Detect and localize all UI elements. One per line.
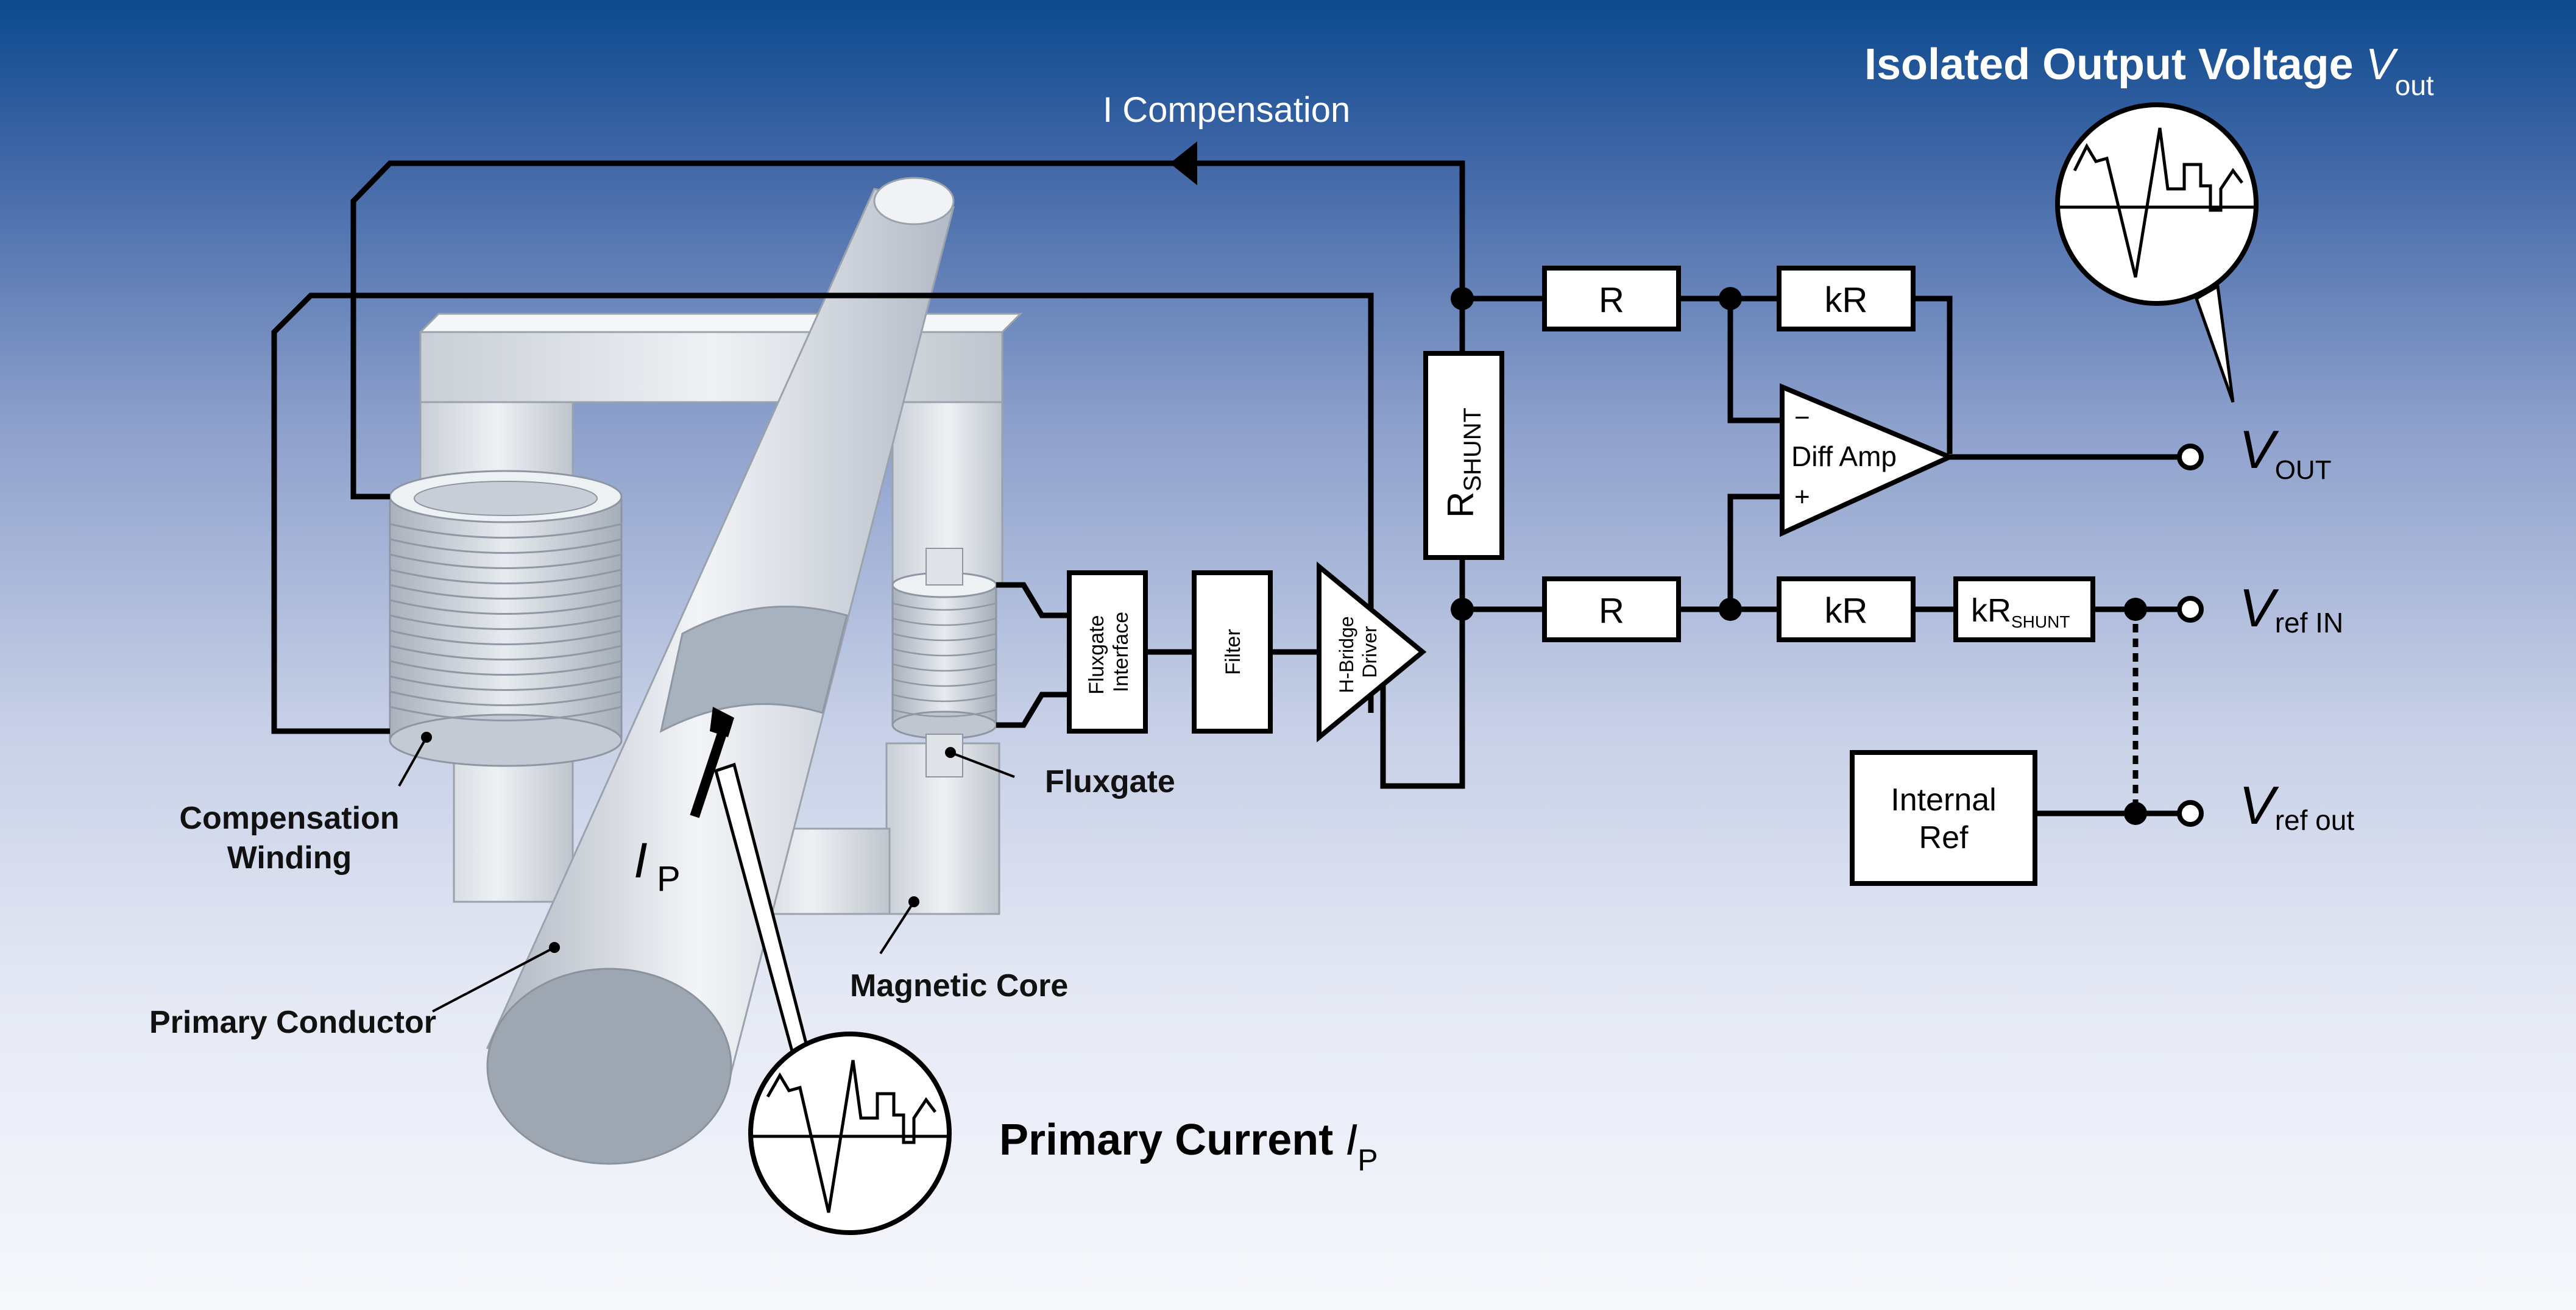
callout-compensation-winding-1: Compensation (179, 801, 399, 836)
diff-amp-label: Diff Amp (1791, 441, 1897, 472)
svg-text:Fluxgate Interface: Fluxgate Interface (1085, 609, 1133, 695)
svg-text:Ref: Ref (1919, 820, 1969, 855)
svg-text:R: R (1599, 591, 1624, 631)
svg-text:Vref out: Vref out (2239, 775, 2354, 836)
current-label-var: I (634, 833, 648, 888)
fluxgate-coil (891, 548, 997, 777)
diff-amp-plus: + (1794, 482, 1810, 512)
primary-current-heading: Primary Current IP (999, 1116, 1378, 1177)
callout-compensation-winding-2: Winding (227, 840, 352, 876)
diff-amp-block: − + Diff Amp (1780, 383, 1956, 537)
compensation-arrow-icon (1170, 141, 1197, 185)
junction-dots (1451, 287, 2147, 825)
vref-in-label-var: V (2239, 578, 2279, 638)
svg-text:RSHUNT: RSHUNT (1440, 408, 1486, 518)
vref-out-label-var: V (2239, 775, 2279, 835)
primary-current-arrow (690, 707, 734, 818)
output-voltage-heading: Isolated Output Voltage Vout (1864, 40, 2434, 101)
svg-text:H-Bridge Driver: H-Bridge Driver (1336, 611, 1381, 693)
svg-text:Filter: Filter (1222, 629, 1245, 675)
output-waveform-bubble (2055, 102, 2259, 403)
svg-text:Vref IN: Vref IN (2239, 578, 2343, 639)
svg-text:kRSHUNT: kRSHUNT (1971, 592, 2070, 631)
internal-ref-block: Internal Ref (1850, 750, 2037, 886)
svg-text:kR: kR (1825, 280, 1868, 320)
diff-amp-minus: − (1794, 403, 1810, 433)
callout-fluxgate: Fluxgate (1045, 764, 1175, 799)
compensation-winding (389, 470, 623, 767)
vref-out-terminal (2177, 800, 2204, 827)
compensation-label: I Compensation (1103, 90, 1350, 130)
filter-block: Filter (1192, 570, 1273, 734)
terminals (2177, 444, 2204, 827)
vref-in-label-sub: ref IN (2275, 607, 2343, 639)
current-label-sub: P (657, 859, 681, 899)
input-waveform-bubble (713, 762, 952, 1235)
svg-text:kR: kR (1825, 591, 1868, 631)
circuit-wires (271, 160, 2181, 816)
callout-primary-conductor: Primary Conductor (149, 1005, 436, 1040)
svg-text:Internal: Internal (1891, 782, 1996, 818)
fluxgate-interface-block: Fluxgate Interface (1067, 570, 1148, 734)
vout-terminal (2177, 444, 2204, 470)
resistor-kr-top: kR (1777, 266, 1916, 331)
resistor-kr-shunt: kRSHUNT (1953, 576, 2095, 642)
primary-conductor (486, 177, 955, 1165)
vout-label-var: V (2239, 419, 2279, 480)
callout-leaders (398, 737, 1015, 1013)
vout-label-sub: OUT (2275, 455, 2332, 485)
vref-in-terminal (2177, 596, 2204, 623)
hbridge-driver-block: H-Bridge Driver (1317, 561, 1427, 743)
resistor-kr-bottom: kR (1777, 576, 1916, 642)
svg-text:VOUT: VOUT (2239, 419, 2332, 485)
resistor-r-top: R (1542, 266, 1681, 331)
terminal-labels: VOUT Vref IN Vref out (2239, 419, 2354, 836)
svg-text:R: R (1599, 280, 1624, 320)
resistor-r-bottom: R (1542, 576, 1681, 642)
r-shunt-block: RSHUNT (1423, 351, 1504, 560)
vref-out-label-sub: ref out (2275, 804, 2355, 836)
callout-magnetic-core: Magnetic Core (850, 968, 1068, 1004)
